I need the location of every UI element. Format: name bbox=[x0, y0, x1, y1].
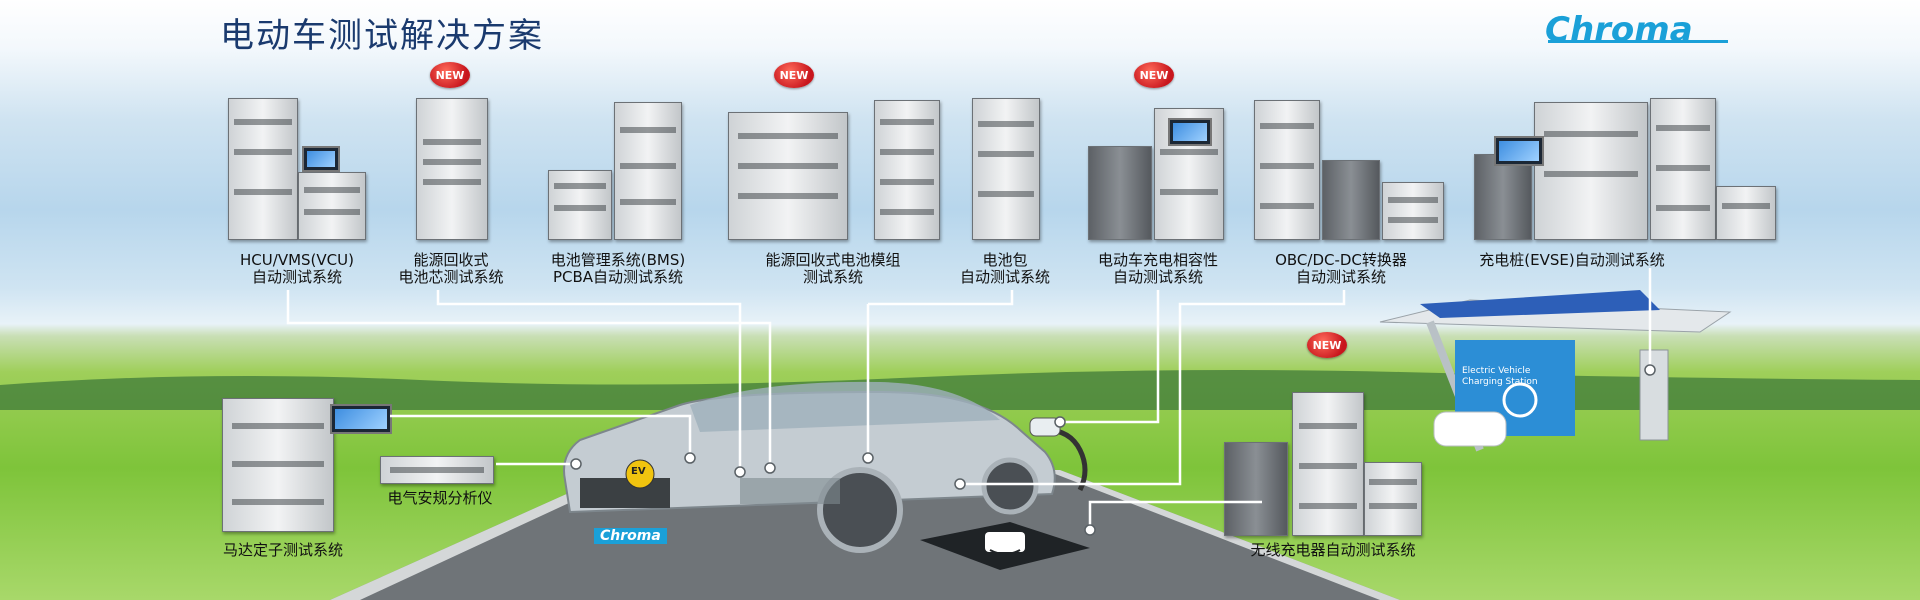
product-label-regen-module[interactable]: 能源回收式电池模组 测试系统 bbox=[765, 251, 901, 286]
connector-dot bbox=[570, 458, 582, 470]
connector-dot bbox=[954, 478, 966, 490]
charging-post bbox=[1639, 349, 1669, 441]
car-icon bbox=[985, 532, 1025, 552]
connector-wireless bbox=[1088, 500, 1262, 530]
road-edge-left bbox=[330, 470, 640, 600]
new-badge: NEW bbox=[774, 62, 814, 88]
new-badge: NEW bbox=[1134, 62, 1174, 88]
solar-panels bbox=[1420, 290, 1660, 318]
page-title: 电动车测试解决方案 bbox=[220, 16, 544, 56]
brand-logo: Chroma bbox=[1545, 10, 1693, 50]
connector-pack bbox=[868, 290, 1014, 306]
connector-dot bbox=[684, 452, 696, 464]
parked-car bbox=[1433, 411, 1507, 447]
product-label-pack[interactable]: 电池包 自动测试系统 bbox=[959, 251, 1050, 286]
car-grille bbox=[580, 478, 670, 508]
tree-line bbox=[0, 370, 1920, 410]
product-label-safety[interactable]: 电气安规分析仪 bbox=[387, 489, 493, 507]
connector-dot bbox=[862, 452, 874, 464]
rear-wheel bbox=[981, 457, 1039, 515]
car-plate: Chroma bbox=[594, 528, 667, 544]
product-label-wireless[interactable]: 无线充电器自动测试系统 bbox=[1250, 541, 1416, 559]
wireless-icon bbox=[989, 549, 1021, 555]
product-label-evse[interactable]: 充电桩(EVSE)自动测试系统 bbox=[1479, 251, 1665, 269]
product-label-obc[interactable]: OBC/DC-DC转换器 自动测试系统 bbox=[1275, 251, 1407, 286]
product-label-motor[interactable]: 马达定子测试系统 bbox=[222, 541, 343, 559]
connector-regen-cell bbox=[436, 290, 742, 472]
ev-badge-text: EV bbox=[631, 466, 646, 477]
connector-obc bbox=[960, 290, 1346, 486]
battery-pack-icon bbox=[740, 478, 840, 504]
connector-dot bbox=[764, 462, 776, 474]
connector-dot bbox=[1084, 524, 1096, 536]
new-badge: NEW bbox=[1307, 332, 1347, 358]
new-badge: NEW bbox=[430, 62, 470, 88]
ev-badge bbox=[625, 459, 655, 489]
car-windows bbox=[690, 381, 1000, 432]
product-label-charge-compat[interactable]: 电动车充电相容性 自动测试系统 bbox=[1097, 251, 1218, 286]
connector-hcu bbox=[286, 290, 772, 468]
station-sign-text: Electric Vehicle Charging Station bbox=[1462, 366, 1538, 387]
brand-logo-underline bbox=[1548, 40, 1728, 43]
product-label-hcu[interactable]: HCU/VMS(VCU) 自动测试系统 bbox=[240, 251, 354, 286]
product-label-bms[interactable]: 电池管理系统(BMS) PCBA自动测试系统 bbox=[550, 251, 686, 286]
connector-dot bbox=[1644, 364, 1656, 376]
connector-charge-compat bbox=[1060, 290, 1160, 424]
connector-motor bbox=[390, 414, 692, 458]
plug-icon bbox=[1502, 382, 1538, 418]
connector-dot bbox=[734, 466, 746, 478]
connector-dot bbox=[1054, 416, 1066, 428]
product-label-regen-cell[interactable]: 能源回收式 电池芯测试系统 bbox=[398, 251, 504, 286]
